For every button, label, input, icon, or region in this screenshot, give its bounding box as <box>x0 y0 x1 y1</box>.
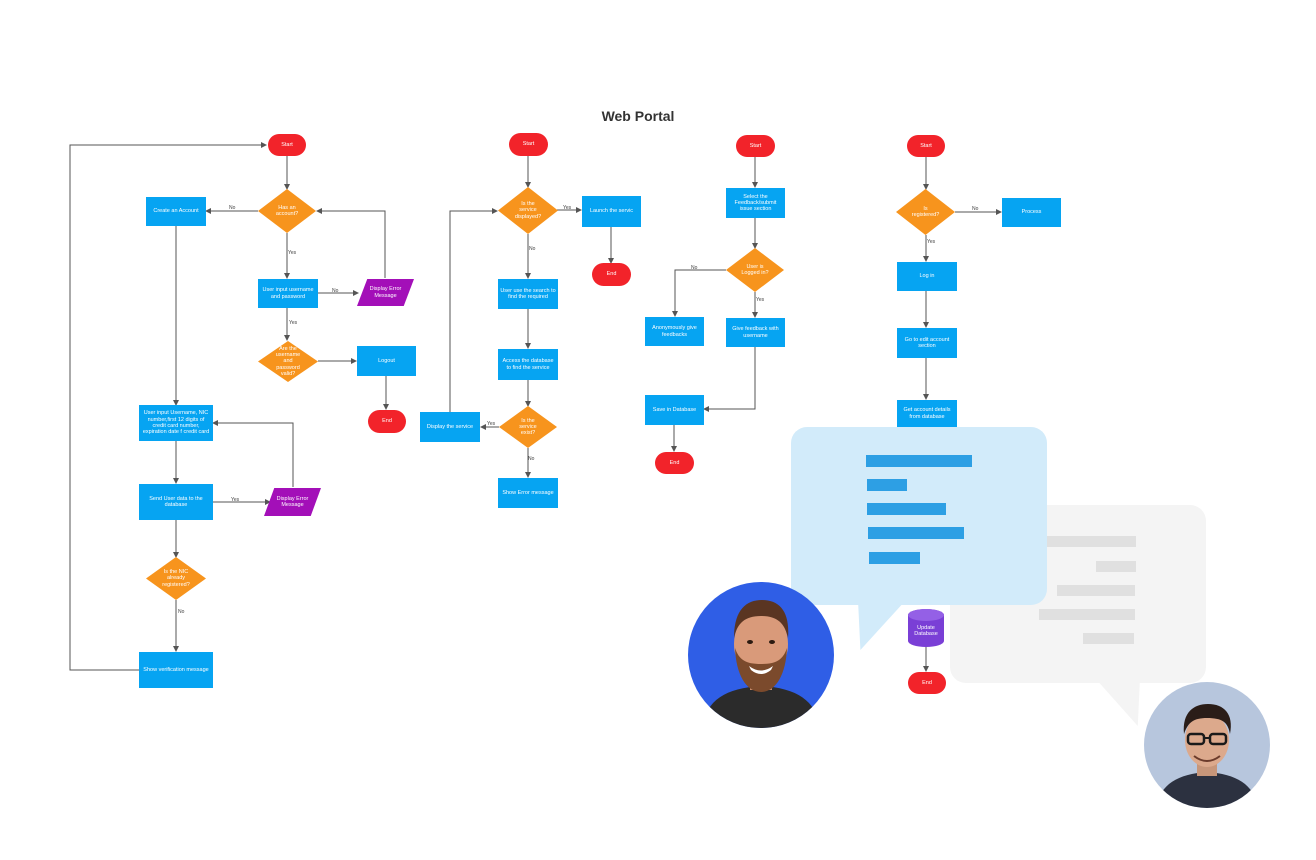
io-display-error-2[interactable]: Display Error Message <box>264 488 321 516</box>
process-show-verification[interactable]: Show verification message <box>139 652 213 688</box>
end-terminal-4[interactable]: End <box>908 672 946 694</box>
decision-service-displayed[interactable]: Is the service displayed? <box>498 187 558 234</box>
man-with-glasses-avatar <box>1144 682 1270 808</box>
process-access-database[interactable]: Access the database to find the service <box>498 349 558 380</box>
process-get-account-details[interactable]: Get account details from database <box>897 400 957 427</box>
process-search-service[interactable]: User use the search to find the required <box>498 279 558 309</box>
edge-label-yes: Yes <box>487 421 496 427</box>
decision-service-exist[interactable]: Is the service exist? <box>499 406 557 448</box>
process-send-user-data[interactable]: Send User data to the database <box>139 484 213 520</box>
placeholder-text-line <box>869 552 920 564</box>
man-with-glasses-avatar-illustration <box>1156 704 1258 808</box>
end-terminal-3[interactable]: End <box>655 452 694 474</box>
edge-label-no: No <box>528 456 535 462</box>
edge-label-no: No <box>332 288 339 294</box>
start-terminal-1[interactable]: Start <box>268 134 306 156</box>
edge-label-yes: Yes <box>563 205 572 211</box>
process-user-input-details[interactable]: User input Username, NIC number,first 12… <box>139 405 213 441</box>
decision-credentials-valid[interactable]: Are the username and password valid? <box>258 341 318 382</box>
end-terminal-2[interactable]: End <box>592 263 631 286</box>
placeholder-text-line <box>868 527 964 539</box>
start-terminal-3[interactable]: Start <box>736 135 775 157</box>
edge-label-no: No <box>178 609 185 615</box>
process-launch-service[interactable]: Launch the servic <box>582 196 641 227</box>
edge-label-no: No <box>529 246 536 252</box>
process-feedback-username[interactable]: Give feedback with username <box>726 318 785 347</box>
process-select-feedback[interactable]: Select the Feedback/submit issue section <box>726 188 785 218</box>
chat-bubble-blue <box>791 427 1047 605</box>
bearded-man-avatar-illustration <box>702 600 820 728</box>
edge-label-yes: Yes <box>231 497 240 503</box>
bearded-man-avatar <box>688 582 834 728</box>
edge-label-no: No <box>691 265 698 271</box>
placeholder-text-line <box>1057 585 1135 596</box>
process-logout[interactable]: Logout <box>357 346 416 376</box>
io-display-error-1[interactable]: Display Error Message <box>357 279 414 306</box>
placeholder-text-line <box>1045 536 1136 547</box>
database-update[interactable]: Update Database <box>914 624 938 637</box>
process-edit-account[interactable]: Go to edit account section <box>897 328 957 358</box>
decision-is-registered[interactable]: Is registered? <box>896 189 955 235</box>
decision-user-logged-in[interactable]: User is Logged in? <box>726 248 784 292</box>
edge-label-no: No <box>229 205 236 211</box>
end-terminal-1[interactable]: End <box>368 410 406 433</box>
process-process[interactable]: Process <box>1002 198 1061 227</box>
placeholder-text-line <box>866 455 972 467</box>
process-show-error[interactable]: Show Error message <box>498 478 558 508</box>
placeholder-text-line <box>1039 609 1135 620</box>
process-user-input-credentials[interactable]: User input username and password <box>258 279 318 308</box>
edge-label-yes: Yes <box>927 239 936 245</box>
placeholder-text-line <box>867 503 946 515</box>
diagram-title: Web Portal <box>601 108 675 124</box>
placeholder-text-line <box>867 479 907 491</box>
edge-label-yes: Yes <box>289 320 298 326</box>
process-display-service[interactable]: Display the service <box>420 412 480 442</box>
process-create-account[interactable]: Create an Account <box>146 197 206 226</box>
decision-nic-registered[interactable]: Is the NIC already registered? <box>146 557 206 600</box>
process-anonymous-feedback[interactable]: Anonymously give feedbacks <box>645 317 704 346</box>
decision-has-account[interactable]: Has an account? <box>258 189 316 233</box>
process-save-database[interactable]: Save in Database <box>645 395 704 425</box>
database-cylinder-shape <box>908 609 944 647</box>
placeholder-text-line <box>1083 633 1134 644</box>
process-login[interactable]: Log in <box>897 262 957 291</box>
start-terminal-4[interactable]: Start <box>907 135 945 157</box>
edge-label-no: No <box>972 206 979 212</box>
placeholder-text-line <box>1096 561 1136 572</box>
edge-label-yes: Yes <box>756 297 765 303</box>
edge-label-yes: Yes <box>288 250 297 256</box>
start-terminal-2[interactable]: Start <box>509 133 548 156</box>
